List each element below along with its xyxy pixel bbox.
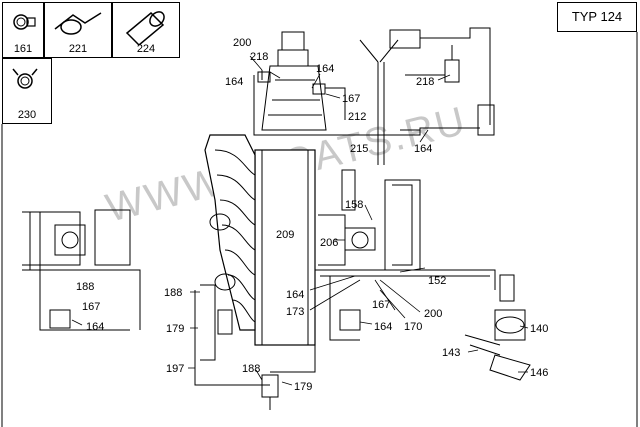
spring-clip-icon bbox=[12, 68, 38, 89]
callout-188[interactable]: 188 bbox=[164, 287, 182, 299]
part-number: 230 bbox=[17, 109, 37, 121]
callout-167[interactable]: 167 bbox=[342, 93, 360, 105]
lower-vacuum-lines bbox=[194, 269, 515, 410]
rubber-sleeve-icon bbox=[125, 11, 165, 45]
callout-170[interactable]: 170 bbox=[404, 321, 422, 333]
callout-209[interactable]: 209 bbox=[276, 229, 294, 241]
callout-188[interactable]: 188 bbox=[242, 363, 260, 375]
hose-bundle bbox=[359, 27, 495, 165]
callout-173[interactable]: 173 bbox=[286, 306, 304, 318]
part-cell-224[interactable]: 224 bbox=[112, 2, 180, 58]
air-flow-meter bbox=[257, 31, 327, 131]
left-inset-detail bbox=[22, 209, 141, 331]
callout-164[interactable]: 164 bbox=[286, 289, 304, 301]
throttle-body-right bbox=[318, 169, 421, 271]
callout-146[interactable]: 146 bbox=[530, 367, 548, 379]
callout-164[interactable]: 164 bbox=[414, 143, 432, 155]
hose-clamp-icon bbox=[13, 14, 36, 30]
type-label: TYP 124 bbox=[557, 2, 637, 32]
callout-143[interactable]: 143 bbox=[442, 347, 460, 359]
callout-164[interactable]: 164 bbox=[86, 321, 104, 333]
callout-215[interactable]: 215 bbox=[350, 143, 368, 155]
part-cell-230[interactable]: 230 bbox=[2, 58, 52, 124]
valve-assembly-right bbox=[464, 309, 531, 381]
callout-200[interactable]: 200 bbox=[424, 308, 442, 320]
callout-218[interactable]: 218 bbox=[416, 76, 434, 88]
callout-188[interactable]: 188 bbox=[76, 281, 94, 293]
callout-179[interactable]: 179 bbox=[294, 381, 312, 393]
callout-206[interactable]: 206 bbox=[320, 237, 338, 249]
callout-164[interactable]: 164 bbox=[316, 63, 334, 75]
vacuum-hoses-top bbox=[253, 70, 480, 136]
callout-164[interactable]: 164 bbox=[225, 76, 243, 88]
callout-167[interactable]: 167 bbox=[372, 299, 390, 311]
cable-tie-icon bbox=[54, 12, 102, 35]
callout-212[interactable]: 212 bbox=[348, 111, 366, 123]
callout-164[interactable]: 164 bbox=[374, 321, 392, 333]
engine-block bbox=[204, 134, 316, 346]
part-cell-161[interactable]: 161 bbox=[2, 2, 44, 58]
callouts: 200 218 164 164 167 218 212 215 164 158 … bbox=[76, 37, 548, 393]
part-number: 221 bbox=[68, 43, 88, 55]
callout-140[interactable]: 140 bbox=[530, 323, 548, 335]
callout-167[interactable]: 167 bbox=[82, 301, 100, 313]
part-number: 161 bbox=[13, 43, 33, 55]
leader-lines bbox=[71, 55, 529, 386]
callout-218[interactable]: 218 bbox=[250, 51, 268, 63]
callout-152[interactable]: 152 bbox=[428, 275, 446, 287]
part-number: 224 bbox=[136, 43, 156, 55]
callout-200[interactable]: 200 bbox=[233, 37, 251, 49]
callout-197[interactable]: 197 bbox=[166, 363, 184, 375]
part-cell-221[interactable]: 221 bbox=[44, 2, 112, 58]
callout-179[interactable]: 179 bbox=[166, 323, 184, 335]
callout-158[interactable]: 158 bbox=[345, 199, 363, 211]
